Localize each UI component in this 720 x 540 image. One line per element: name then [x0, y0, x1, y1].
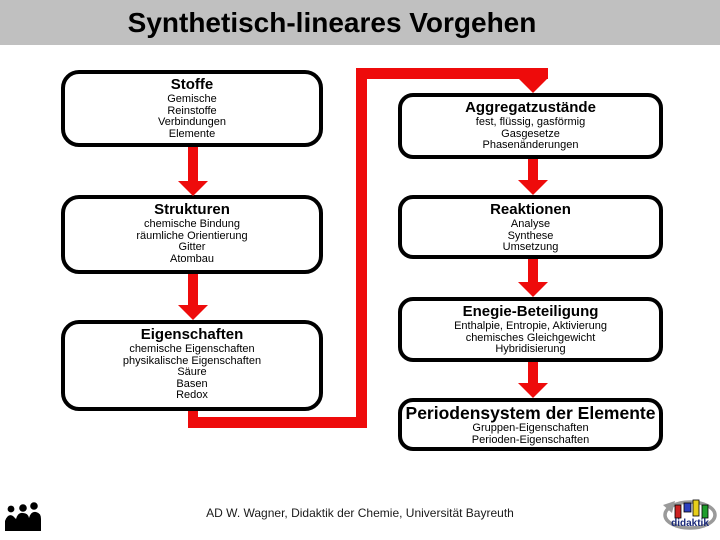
- arrow-reaktionen-energie: [528, 259, 538, 282]
- arrowhead-icon: [518, 383, 548, 398]
- box-energie-beteiligung-line: Enthalpie, Entropie, Aktivierung: [454, 320, 607, 332]
- box-energie-beteiligung-line: Hybridisierung: [495, 343, 566, 355]
- box-reaktionen-title: Reaktionen: [490, 201, 571, 218]
- box-eigenschaften-line: Säure: [177, 366, 207, 378]
- arrow-stoffe-strukturen: [188, 147, 198, 181]
- slide-title: Synthetisch-lineares Vorgehen: [127, 7, 537, 38]
- box-reaktionen: Reaktionen Analyse Synthese Umsetzung: [398, 195, 663, 259]
- box-eigenschaften-title: Eigenschaften: [140, 326, 244, 343]
- box-aggregatzustaende-line: fest, flüssig, gasförmig: [475, 116, 586, 128]
- connector-segment: [356, 68, 548, 79]
- arrow-aggregat-reaktionen: [528, 159, 538, 180]
- box-eigenschaften: Eigenschaften chemische Eigenschaften ph…: [61, 320, 323, 411]
- title-bar: Synthetisch-lineares Vorgehen: [0, 0, 720, 45]
- box-strukturen-line: räumliche Orientierung: [136, 229, 248, 242]
- box-energie-beteiligung-line: chemisches Gleichgewicht: [465, 331, 596, 344]
- box-strukturen-line: Gitter: [178, 241, 206, 253]
- box-energie-beteiligung: Enegie-Beteiligung Enthalpie, Entropie, …: [398, 297, 663, 362]
- box-periodensystem-title: Periodensystem der Elemente: [405, 403, 656, 423]
- box-reaktionen-line: Synthese: [507, 229, 554, 242]
- connector-segment: [356, 68, 367, 428]
- audience-silhouette-icon: [5, 502, 41, 531]
- box-periodensystem-line: Perioden-Eigenschaften: [471, 433, 590, 446]
- box-aggregatzustaende-line: Phasenänderungen: [482, 139, 579, 151]
- footer-credit: AD W. Wagner, Didaktik der Chemie, Unive…: [206, 506, 514, 520]
- box-stoffe-line: Elemente: [168, 127, 216, 140]
- box-stoffe-line: Reinstoffe: [167, 104, 217, 117]
- box-stoffe: Stoffe Gemische Reinstoffe Verbindungen …: [61, 70, 323, 147]
- box-aggregatzustaende-title: Aggregatzustände: [465, 99, 596, 116]
- arrow-energie-periodensystem: [528, 362, 538, 383]
- arrow-strukturen-eigenschaften: [188, 274, 198, 305]
- box-strukturen: Strukturen chemische Bindung räumliche O…: [61, 195, 323, 274]
- box-eigenschaften-line: physikalische Eigenschaften: [122, 354, 262, 367]
- connector-segment: [188, 417, 367, 428]
- box-stoffe-line: Verbindungen: [158, 116, 226, 128]
- arrowhead-icon: [518, 78, 548, 93]
- box-eigenschaften-line: Basen: [176, 377, 208, 390]
- box-aggregatzustaende-line: Gasgesetze: [501, 127, 560, 140]
- arrowhead-icon: [518, 282, 548, 297]
- box-stoffe-line: Gemische: [167, 93, 217, 105]
- box-periodensystem-line: Gruppen-Eigenschaften: [472, 422, 589, 434]
- box-eigenschaften-line: Redox: [176, 389, 208, 401]
- didaktik-logo-text: didaktik: [671, 518, 709, 529]
- logo-arrowhead-icon: [663, 501, 675, 513]
- box-stoffe-title: Stoffe: [170, 76, 214, 93]
- box-reaktionen-line: Umsetzung: [502, 241, 559, 253]
- box-eigenschaften-line: chemische Eigenschaften: [129, 343, 255, 355]
- box-strukturen-title: Strukturen: [154, 201, 230, 218]
- arrowhead-icon: [178, 181, 208, 196]
- box-reaktionen-line: Analyse: [510, 218, 551, 230]
- didaktik-logo: didaktik: [663, 499, 717, 530]
- arrowhead-icon: [518, 180, 548, 195]
- box-aggregatzustaende: Aggregatzustände fest, flüssig, gasförmi…: [398, 93, 663, 159]
- box-strukturen-line: Atombau: [169, 252, 215, 265]
- arrowhead-icon: [178, 305, 208, 320]
- box-periodensystem: Periodensystem der Elemente Gruppen-Eige…: [398, 398, 663, 451]
- box-strukturen-line: chemische Bindung: [143, 218, 240, 230]
- box-energie-beteiligung-title: Enegie-Beteiligung: [462, 303, 599, 320]
